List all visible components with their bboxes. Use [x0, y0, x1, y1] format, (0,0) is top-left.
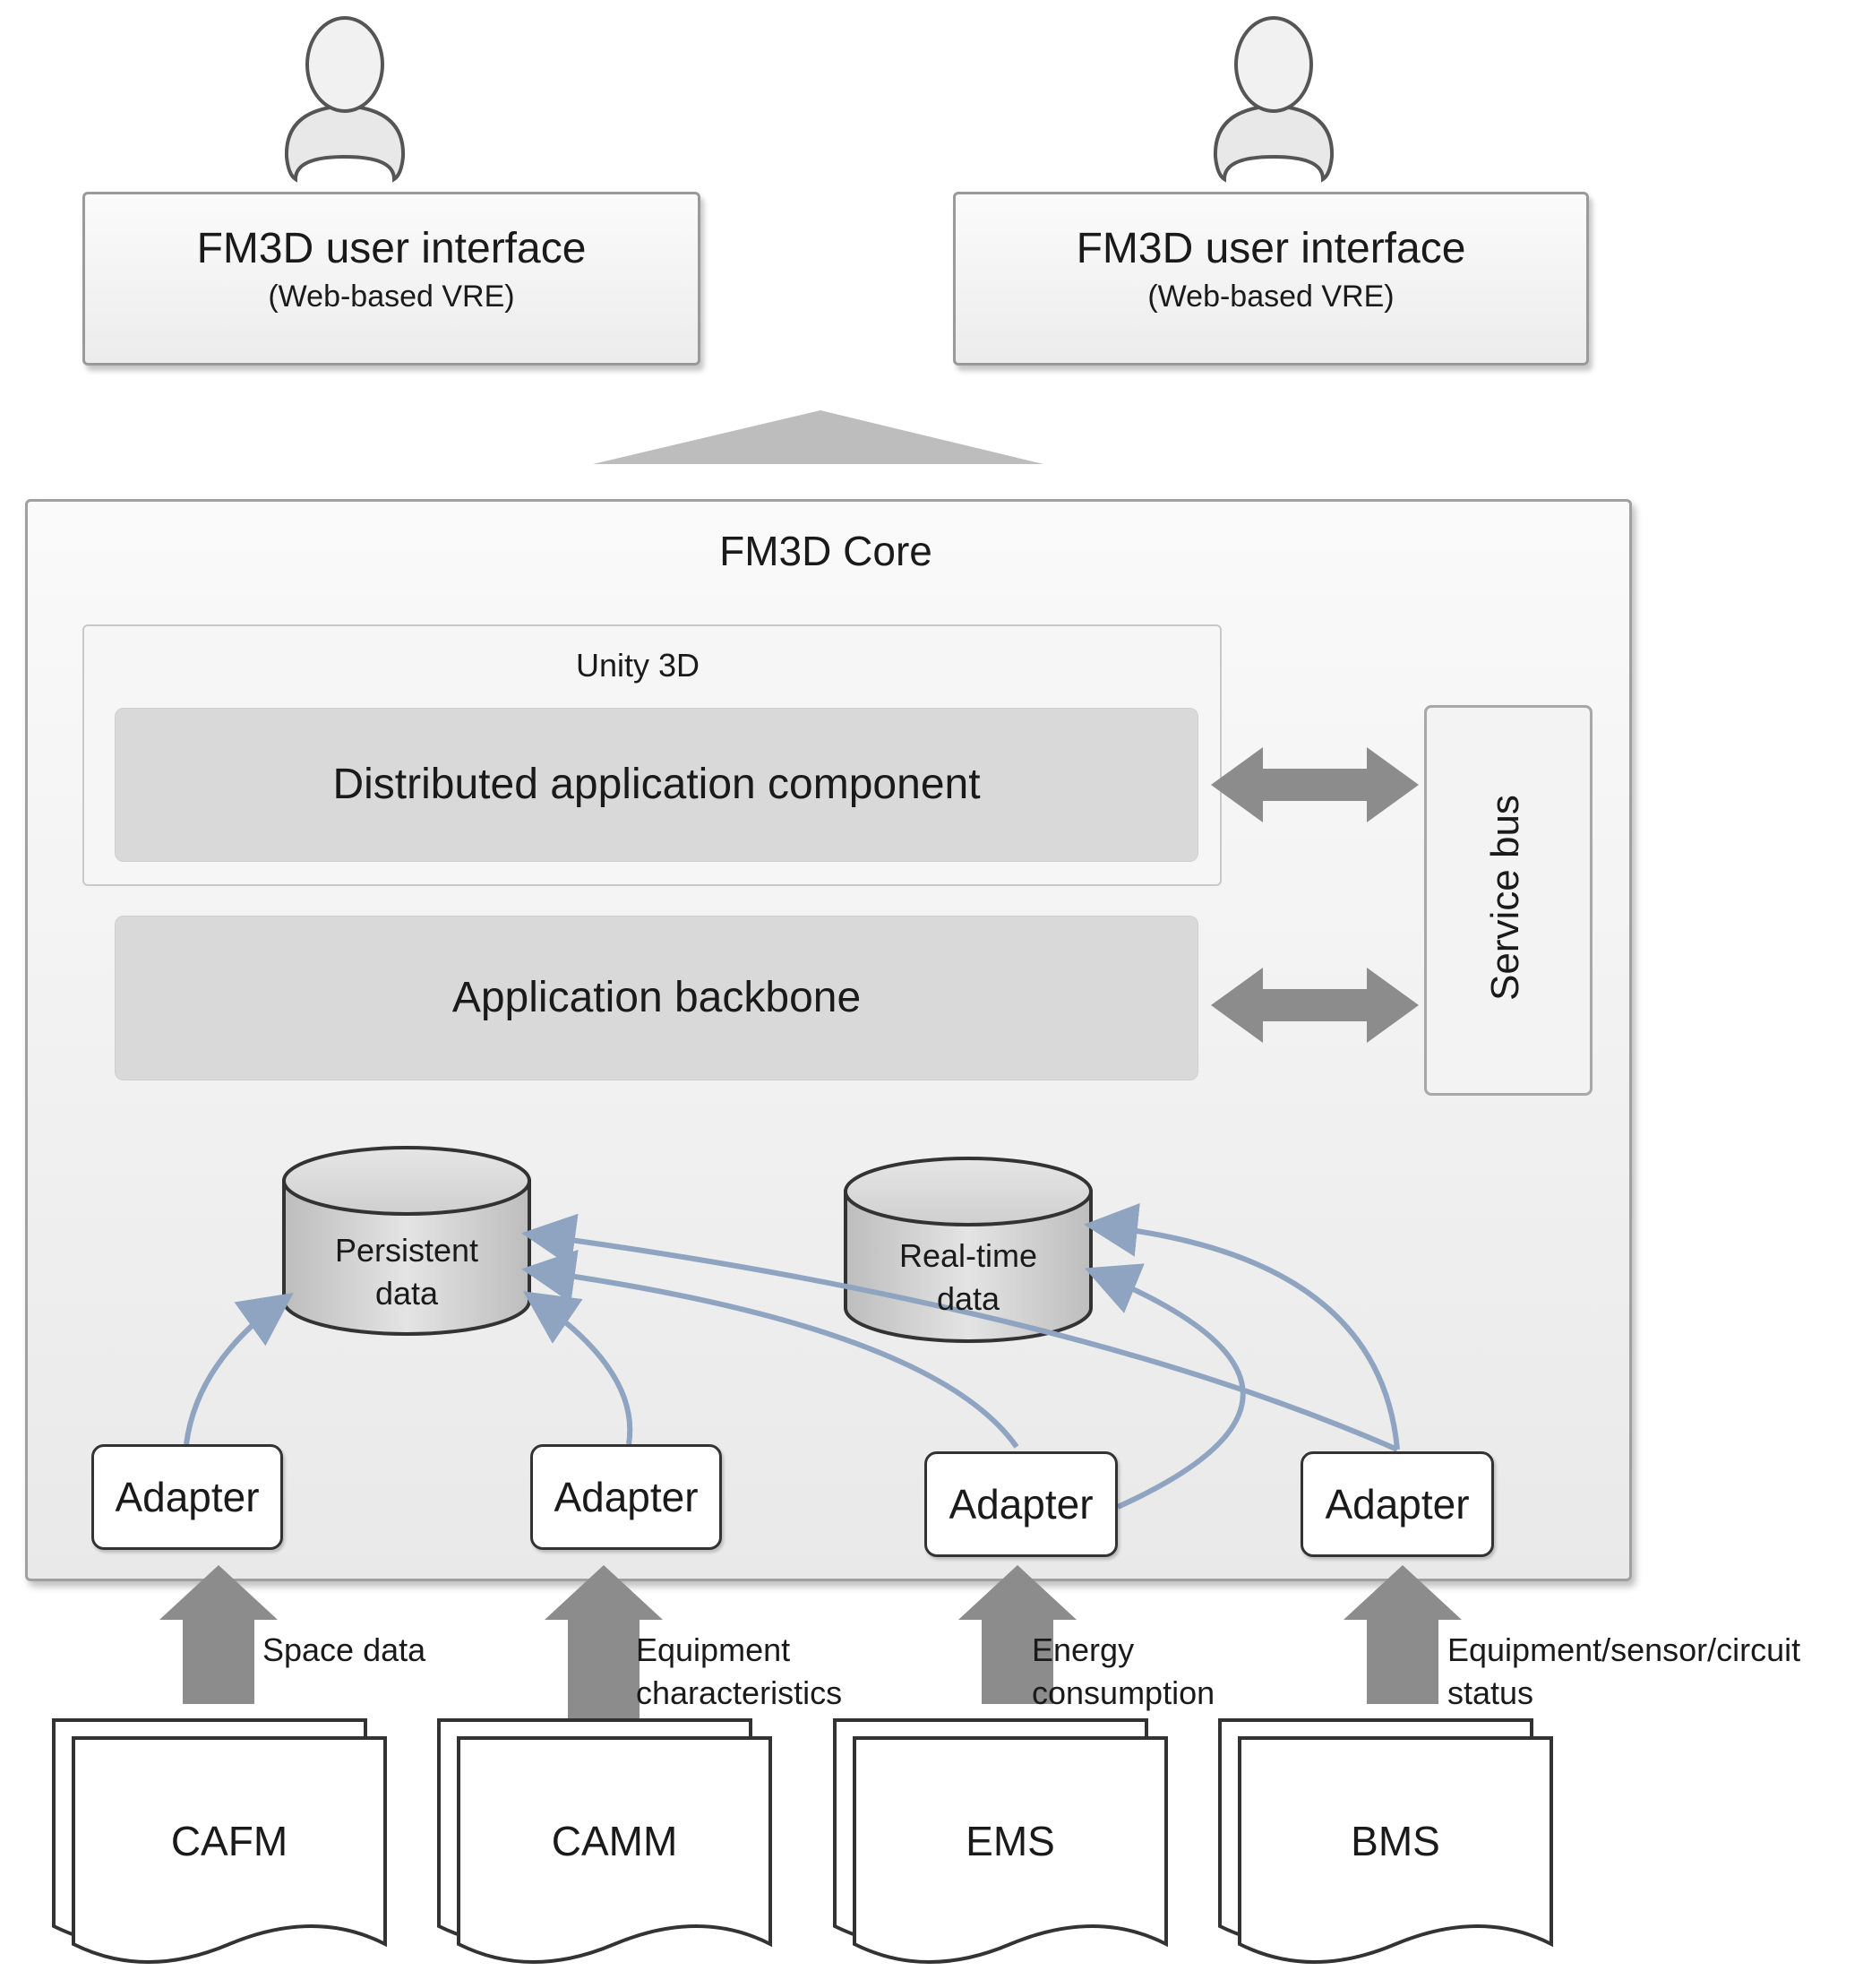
backbone-service-arrow: [1211, 968, 1419, 1043]
ui-box-right: [953, 192, 1589, 366]
unity-title: Unity 3D: [575, 647, 700, 684]
adapter-cafm: Adapter: [91, 1444, 283, 1550]
camm-label: CAMM: [551, 1818, 678, 1864]
flow-ems-persistent: [521, 1249, 1019, 1449]
adapter-camm: Adapter: [530, 1444, 722, 1550]
ems-label: EMS: [966, 1818, 1055, 1864]
bms-document: [1218, 1718, 1553, 1964]
ems-flow-label: Energy consumption: [1032, 1629, 1215, 1715]
camm-flow-label: Equipment characteristics: [636, 1629, 842, 1715]
flow-ems-realtime: [1084, 1263, 1246, 1510]
realtime-data-label: Real-time data: [846, 1235, 1091, 1321]
bms-flow-label: Equipment/sensor/circuit status: [1447, 1629, 1800, 1715]
adapter-bms: Adapter: [1301, 1451, 1494, 1557]
persistent-data-line1: Persistent: [334, 1232, 479, 1269]
camm-flow-line1: Equipment: [636, 1631, 791, 1668]
ui-subtitle-right: (Web-based VRE): [1147, 280, 1395, 314]
flow-camm-persistent: [523, 1291, 633, 1445]
cafm-flow-label: Space data: [262, 1629, 425, 1672]
realtime-data-line1: Real-time: [898, 1237, 1038, 1274]
camm-flow-line2: characteristics: [636, 1674, 843, 1711]
cafm-label: CAFM: [170, 1818, 288, 1864]
flow-cafm-persistent: [184, 1293, 294, 1445]
distributed-component-bar: Distributed application component: [115, 708, 1198, 862]
ems-arrow: [958, 1565, 1077, 1704]
user-icon: [1213, 16, 1335, 183]
bms-flow-line1: Equipment/sensor/circuit: [1447, 1631, 1801, 1668]
bms-arrow: [1344, 1565, 1462, 1704]
data-flows: [184, 1202, 1400, 1510]
source-arrows: [159, 1565, 1462, 1731]
core-to-ui-arrow: [593, 410, 1043, 464]
user-icon: [284, 16, 406, 183]
camm-arrow: [545, 1565, 663, 1731]
source-documents: [52, 1718, 1553, 1964]
cafm-document: [52, 1718, 387, 1964]
cafm-arrow: [159, 1565, 278, 1704]
ems-flow-line2: consumption: [1032, 1674, 1215, 1711]
realtime-data-db: [844, 1157, 1093, 1343]
bms-flow-line2: status: [1447, 1674, 1534, 1711]
flow-bms-realtime: [1084, 1202, 1400, 1450]
bms-label: BMS: [1351, 1818, 1440, 1864]
ui-title-left: FM3D user interface: [196, 225, 587, 272]
camm-document: [437, 1718, 772, 1964]
persistent-data-db: [282, 1146, 531, 1336]
distributed-service-arrow: [1211, 747, 1419, 822]
persistent-data-label: Persistent data: [284, 1229, 529, 1315]
realtime-data-line2: data: [936, 1280, 1000, 1317]
flow-bms-persistent: [521, 1213, 1399, 1452]
ems-flow-line1: Energy: [1032, 1631, 1135, 1668]
cafm-flow-line1: Space data: [262, 1631, 426, 1668]
persistent-data-line2: data: [374, 1275, 439, 1312]
ui-title-right: FM3D user interface: [1076, 225, 1466, 272]
adapter-ems: Adapter: [924, 1451, 1118, 1557]
service-bus-box: [1424, 705, 1593, 1096]
backbone-label: Application backbone: [451, 974, 862, 1021]
ems-document: [833, 1718, 1168, 1964]
ui-box-left: [82, 192, 700, 366]
distributed-component-label: Distributed application component: [332, 761, 981, 808]
core-title: FM3D Core: [719, 528, 932, 574]
backbone-bar: Application backbone: [115, 916, 1198, 1080]
ui-subtitle-left: (Web-based VRE): [268, 280, 515, 314]
